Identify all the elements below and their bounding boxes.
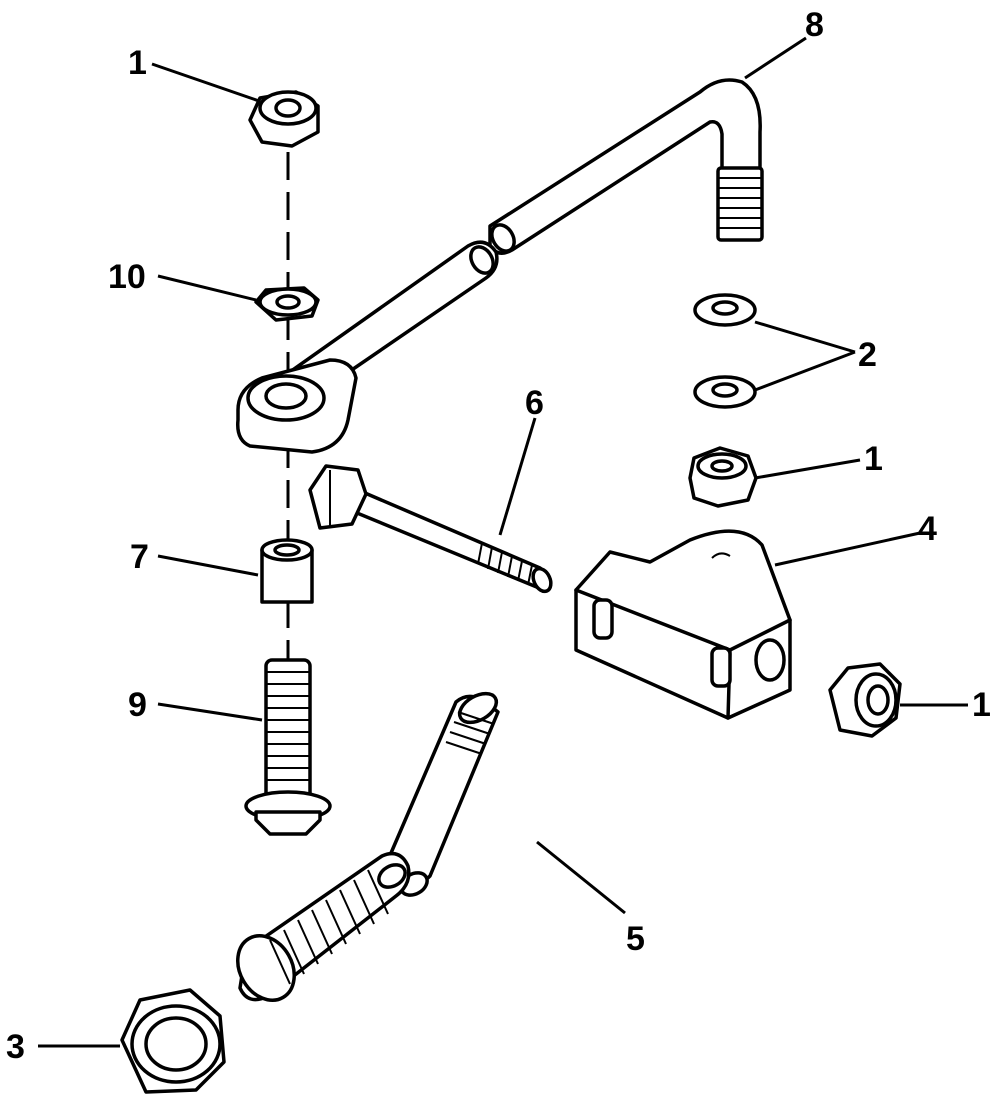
washers-part-2 [693, 293, 757, 409]
link-rod-part-8 [236, 78, 764, 454]
leader-10 [157, 274, 257, 302]
leader-1-top [151, 62, 263, 104]
callout-4: 4 [918, 510, 937, 548]
spacer-part-7 [260, 538, 314, 604]
lock-nut-part-1-far-right [828, 662, 902, 738]
leader-9 [157, 702, 263, 722]
leader-lines [38, 36, 968, 1048]
callout-1-far-right: 1 [972, 686, 991, 724]
leader-1-right [754, 458, 861, 480]
lock-nut-part-1-top [248, 90, 320, 148]
leader-6 [498, 417, 537, 536]
leader-2b [754, 350, 856, 392]
leader-8 [744, 36, 807, 80]
leader-2a [754, 320, 856, 354]
callout-3: 3 [6, 1028, 25, 1066]
leader-7 [157, 554, 259, 577]
bracket-part-4 [574, 529, 792, 720]
leader-4 [774, 531, 921, 567]
leader-5 [536, 840, 626, 915]
callout-labels: 1 8 10 2 1 6 4 7 1 9 5 3 [6, 6, 991, 1066]
jam-nut-part-10 [254, 286, 320, 322]
callout-1-top: 1 [128, 44, 147, 82]
tube-part-5 [236, 691, 500, 1002]
hex-nut-part-3 [120, 988, 226, 1094]
callout-2: 2 [858, 336, 877, 374]
lock-nut-part-1-right [688, 446, 758, 508]
callout-5: 5 [626, 920, 645, 958]
flange-bolt-part-9 [244, 658, 332, 836]
bolt-part-6 [308, 464, 553, 594]
callout-10: 10 [108, 258, 146, 296]
callout-6: 6 [525, 384, 544, 422]
callout-1-right: 1 [864, 440, 883, 478]
callout-9: 9 [128, 686, 147, 724]
callout-7: 7 [130, 538, 149, 576]
callout-8: 8 [805, 6, 824, 44]
